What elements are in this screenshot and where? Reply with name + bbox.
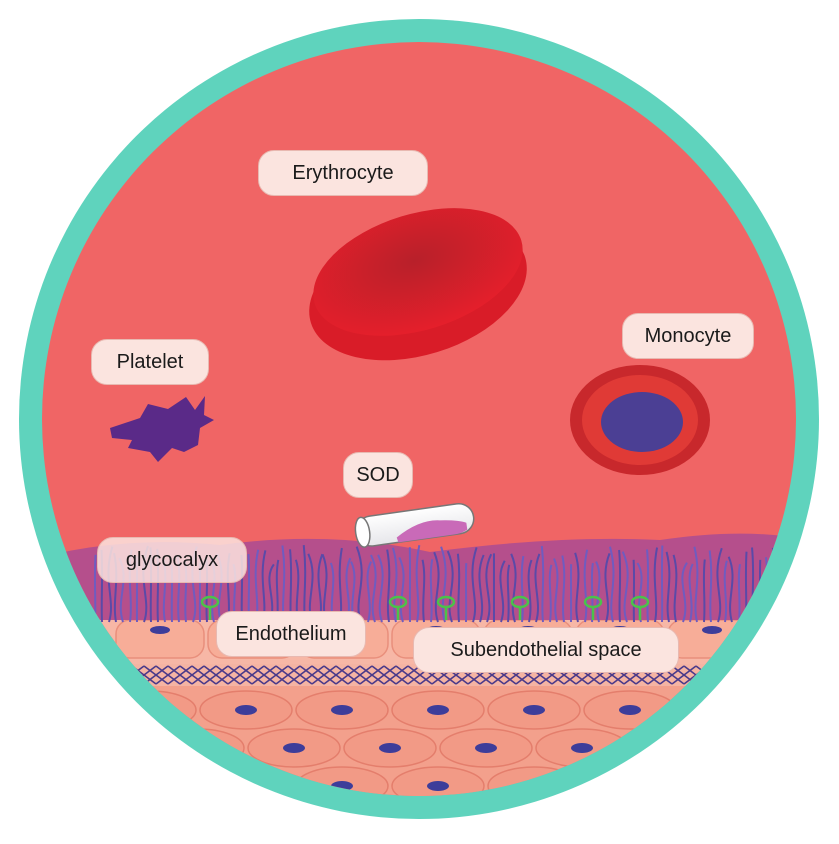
- glycocalyx-fiber: [431, 559, 432, 622]
- monocyte-label: Monocyte: [622, 313, 754, 359]
- tissue-cell: [152, 805, 244, 839]
- cell-nucleus: [427, 705, 449, 715]
- cell-nucleus: [571, 819, 593, 829]
- glycocalyx-fiber: [704, 559, 705, 622]
- cell-nucleus: [811, 705, 833, 715]
- cell-nucleus: [667, 743, 689, 753]
- cell-nucleus: [283, 819, 305, 829]
- tissue-cell: [104, 767, 196, 805]
- erythrocyte-label: Erythrocyte: [258, 150, 428, 196]
- monocyte-icon: [570, 365, 710, 475]
- glycocalyx-fiber: [458, 554, 459, 622]
- cell-nucleus: [379, 743, 401, 753]
- glycocalyx-fiber: [739, 564, 740, 622]
- glycocalyx-fiber: [522, 556, 524, 622]
- glycocalyx-fiber: [423, 560, 425, 622]
- cell-nucleus: [619, 705, 641, 715]
- tissue-cell: [728, 805, 820, 839]
- cell-nucleus: [702, 626, 722, 634]
- cell-nucleus: [187, 819, 209, 829]
- cell-nucleus: [523, 705, 545, 715]
- subendothelial-label: Subendothelial space: [413, 627, 679, 673]
- tissue-cell: [776, 691, 839, 729]
- cell-nucleus: [763, 819, 785, 829]
- tissue-cell: [776, 767, 839, 805]
- tissue-cell: [680, 767, 772, 805]
- cell-nucleus: [427, 781, 449, 791]
- cell-nucleus: [571, 743, 593, 753]
- cell-nucleus: [139, 781, 161, 791]
- cell-nucleus: [715, 781, 737, 791]
- cell-nucleus: [667, 819, 689, 829]
- cell-nucleus: [235, 705, 257, 715]
- endothelium-label: Endothelium: [216, 611, 366, 657]
- tissue-cell: [824, 729, 839, 767]
- cell-nucleus: [150, 626, 170, 634]
- tissue-cell: [824, 805, 839, 839]
- cell-nucleus: [283, 743, 305, 753]
- endothelial-cell: [760, 620, 839, 658]
- endothelial-cell: [116, 620, 204, 658]
- cell-nucleus: [619, 781, 641, 791]
- cell-nucleus: [763, 743, 785, 753]
- cell-nucleus: [794, 626, 814, 634]
- tissue-cell: [536, 805, 628, 839]
- cell-nucleus: [331, 705, 353, 715]
- tissue-cells: [104, 691, 839, 839]
- tissue-cell: [728, 729, 820, 767]
- cell-nucleus: [475, 743, 497, 753]
- cell-nucleus: [475, 819, 497, 829]
- tissue-cell: [632, 805, 724, 839]
- glycocalyx-fiber: [542, 546, 543, 622]
- cell-nucleus: [811, 781, 833, 791]
- tissue-cell: [248, 805, 340, 839]
- cell-nucleus: [715, 705, 737, 715]
- glycocalyx-label: glycocalyx: [97, 537, 247, 583]
- sod-label: SOD: [343, 452, 413, 498]
- glycocalyx-fiber: [508, 565, 509, 622]
- glycocalyx-fiber: [647, 549, 648, 622]
- platelet-label: Platelet: [91, 339, 209, 385]
- glycocalyx-fiber: [619, 550, 620, 622]
- cell-nucleus: [379, 819, 401, 829]
